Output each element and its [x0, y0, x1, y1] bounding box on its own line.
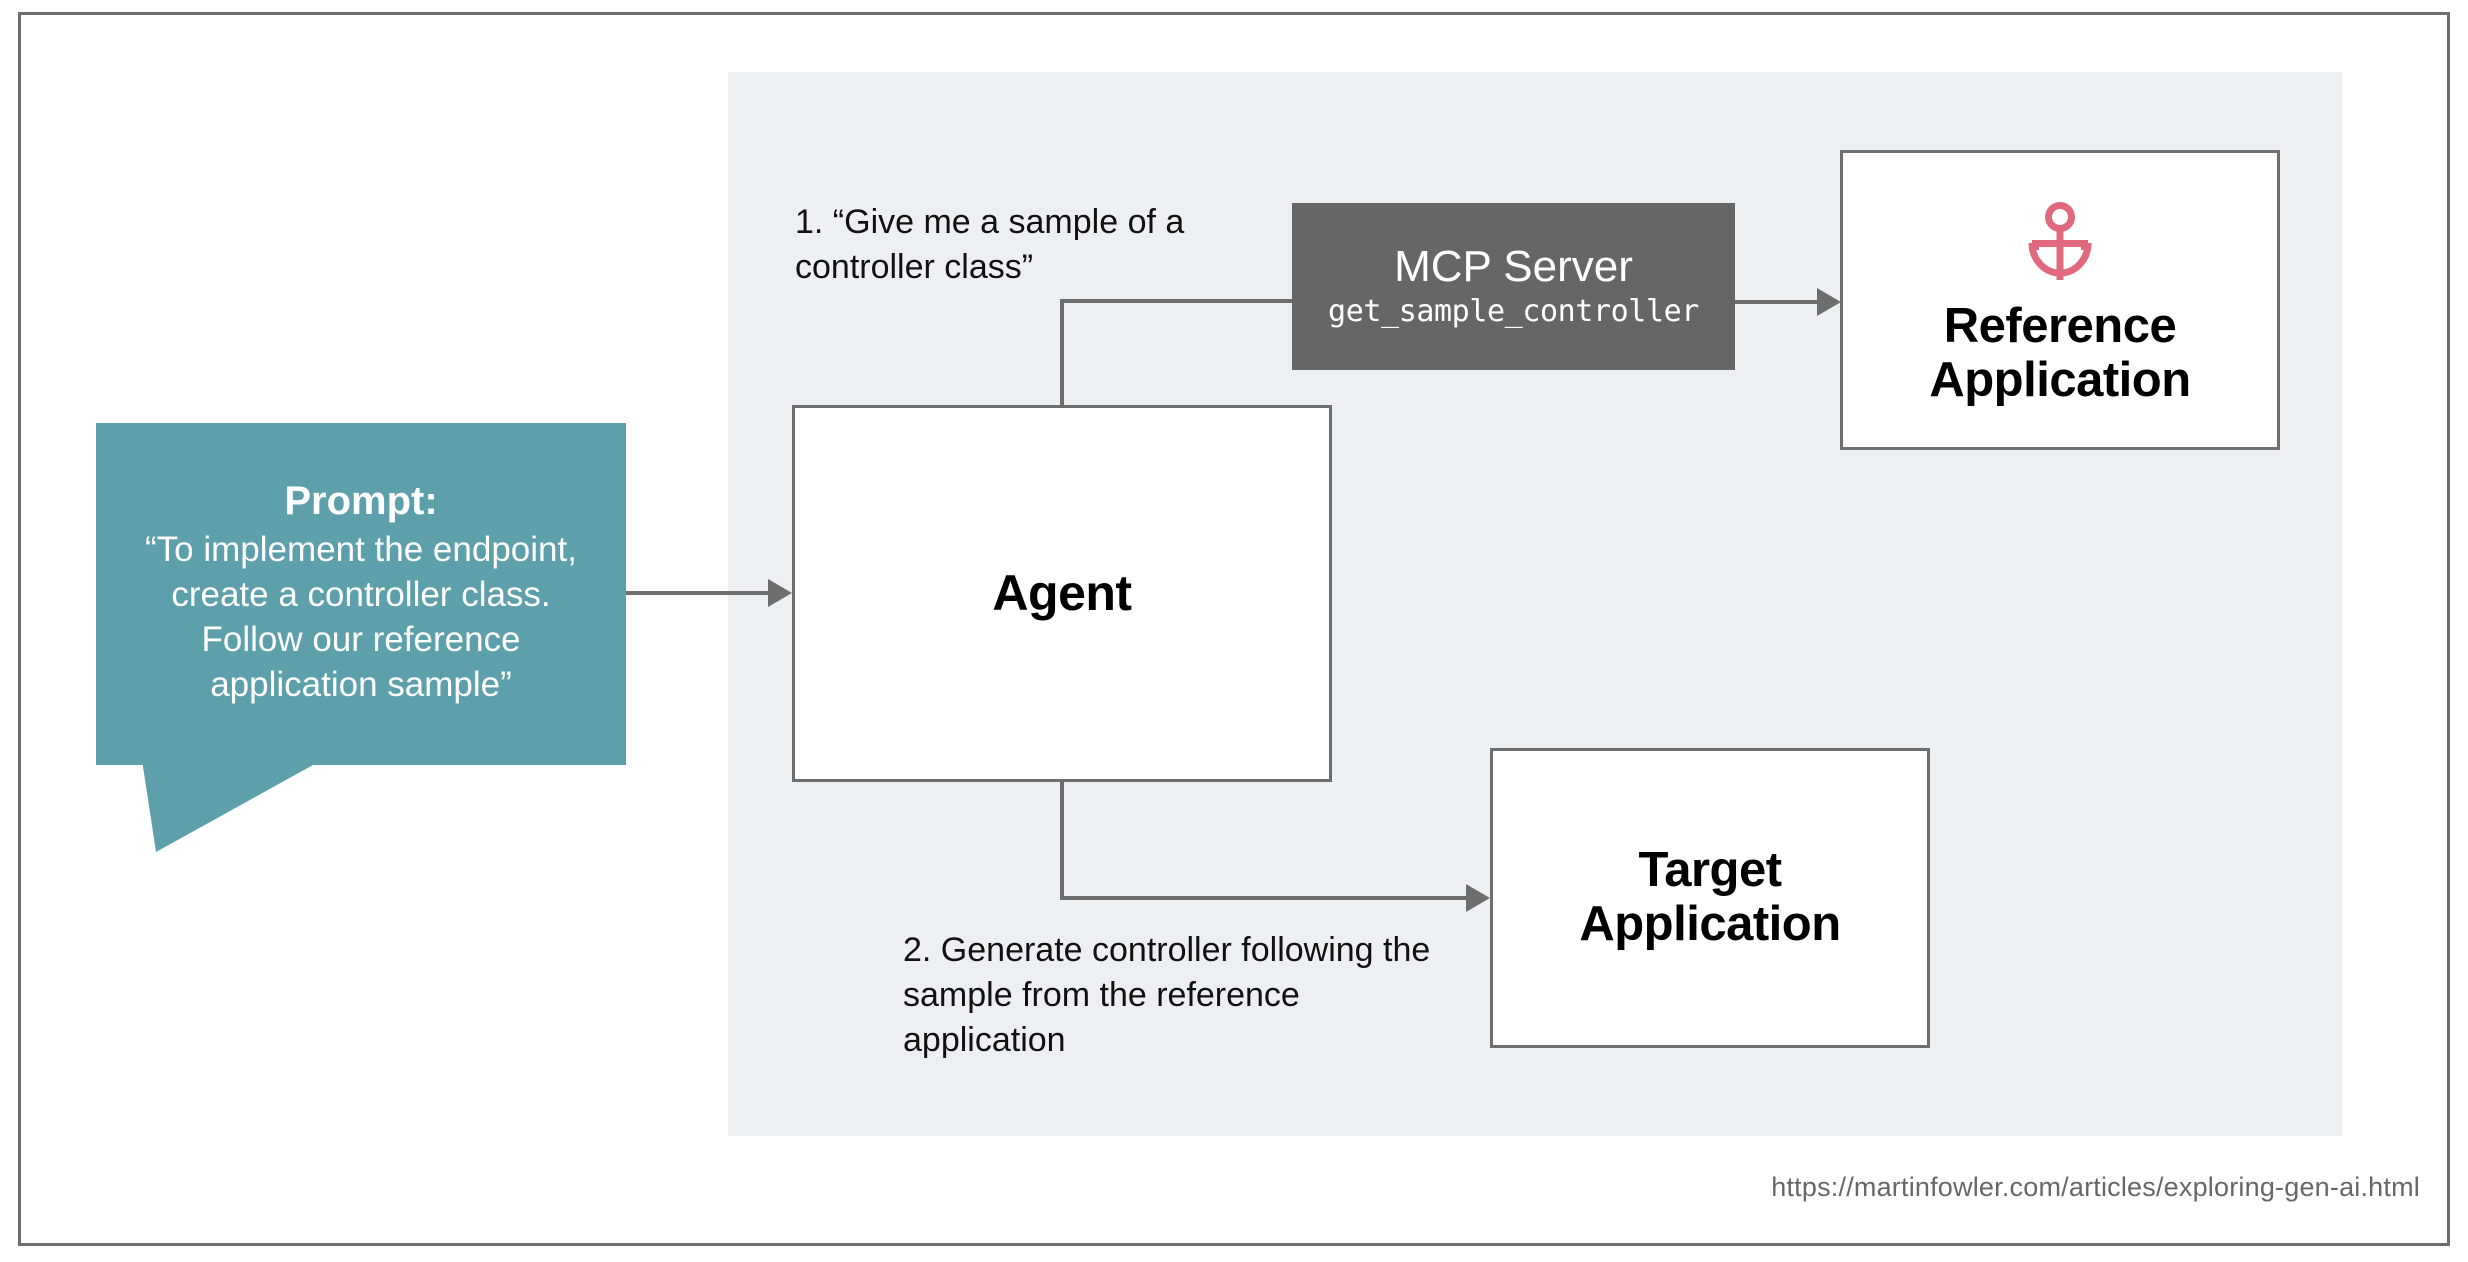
target-application-label-line1: Target — [1638, 843, 1782, 898]
prompt-speech-bubble: Prompt: “To implement the endpoint, crea… — [96, 423, 626, 765]
reference-application-label-line1: Reference — [1943, 299, 2177, 354]
connector-mcp-to-reference — [1735, 300, 1821, 304]
target-application-label-line2: Application — [1579, 897, 1841, 951]
connector-agent-to-target-vertical — [1060, 780, 1064, 900]
connector-agent-to-target-horizontal — [1060, 896, 1470, 900]
mcp-server-tool-name: get_sample_controller — [1328, 293, 1699, 329]
anchor-icon — [2028, 202, 2092, 281]
connector-prompt-to-agent — [626, 591, 772, 595]
target-application-node[interactable]: Target Application — [1490, 748, 1930, 1048]
connector-agent-to-mcp-horizontal — [1060, 299, 1296, 303]
arrowhead-mcp-to-reference — [1817, 288, 1841, 316]
arrowhead-agent-to-target — [1466, 884, 1490, 912]
step-1-label: 1. “Give me a sample of a controller cla… — [795, 203, 1185, 286]
agent-label: Agent — [992, 565, 1132, 621]
prompt-heading: Prompt: — [284, 479, 438, 524]
arrowhead-prompt-to-agent — [768, 579, 792, 607]
reference-application-label-line2: Application — [1929, 353, 2191, 407]
agent-node[interactable]: Agent — [792, 405, 1332, 782]
source-url-label: https://martinfowler.com/articles/explor… — [1771, 1172, 2420, 1202]
mcp-server-node[interactable]: MCP Server get_sample_controller — [1292, 203, 1735, 370]
prompt-text: “To implement the endpoint, create a con… — [145, 530, 577, 704]
connector-agent-to-mcp-vertical — [1060, 299, 1064, 407]
speech-bubble-tail — [142, 760, 322, 852]
reference-application-node[interactable]: Reference Application — [1840, 150, 2280, 450]
step-2-label: 2. Generate controller following the sam… — [903, 931, 1431, 1059]
diagram-frame — [18, 12, 2450, 1246]
mcp-server-title: MCP Server — [1394, 242, 1633, 292]
